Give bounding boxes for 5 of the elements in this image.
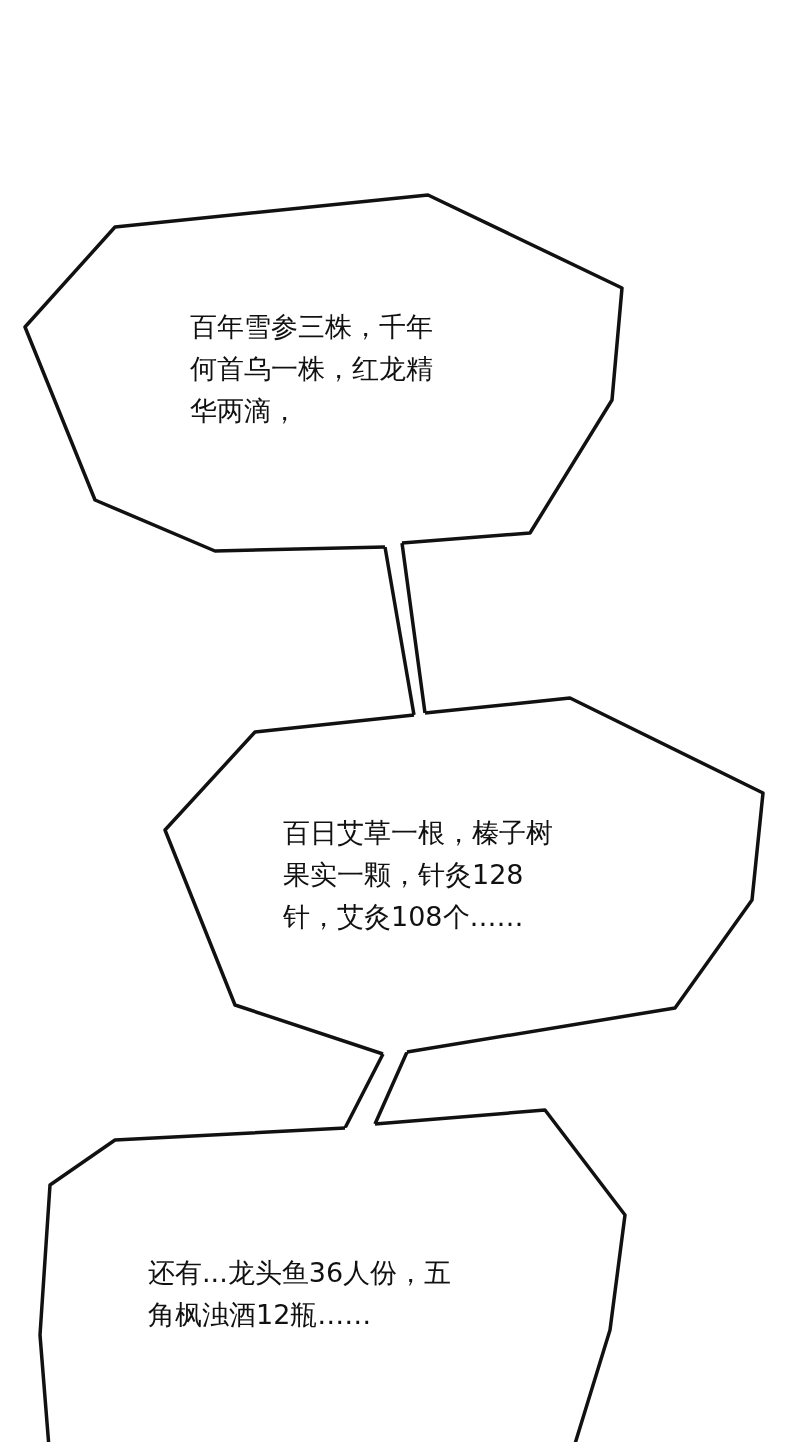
speech-text: 百年雪参三株，千年何首乌一株，红龙精华两滴， xyxy=(190,310,434,428)
bubble-tail xyxy=(343,1050,409,1130)
speech-text: 百日艾草一根，榛子树果实一颗，针灸128针，艾灸108个…… xyxy=(283,816,554,934)
bubble-tail xyxy=(383,541,427,717)
speech-text: 还有...龙头鱼36人份，五角枫浊酒12瓶…… xyxy=(148,1256,453,1332)
